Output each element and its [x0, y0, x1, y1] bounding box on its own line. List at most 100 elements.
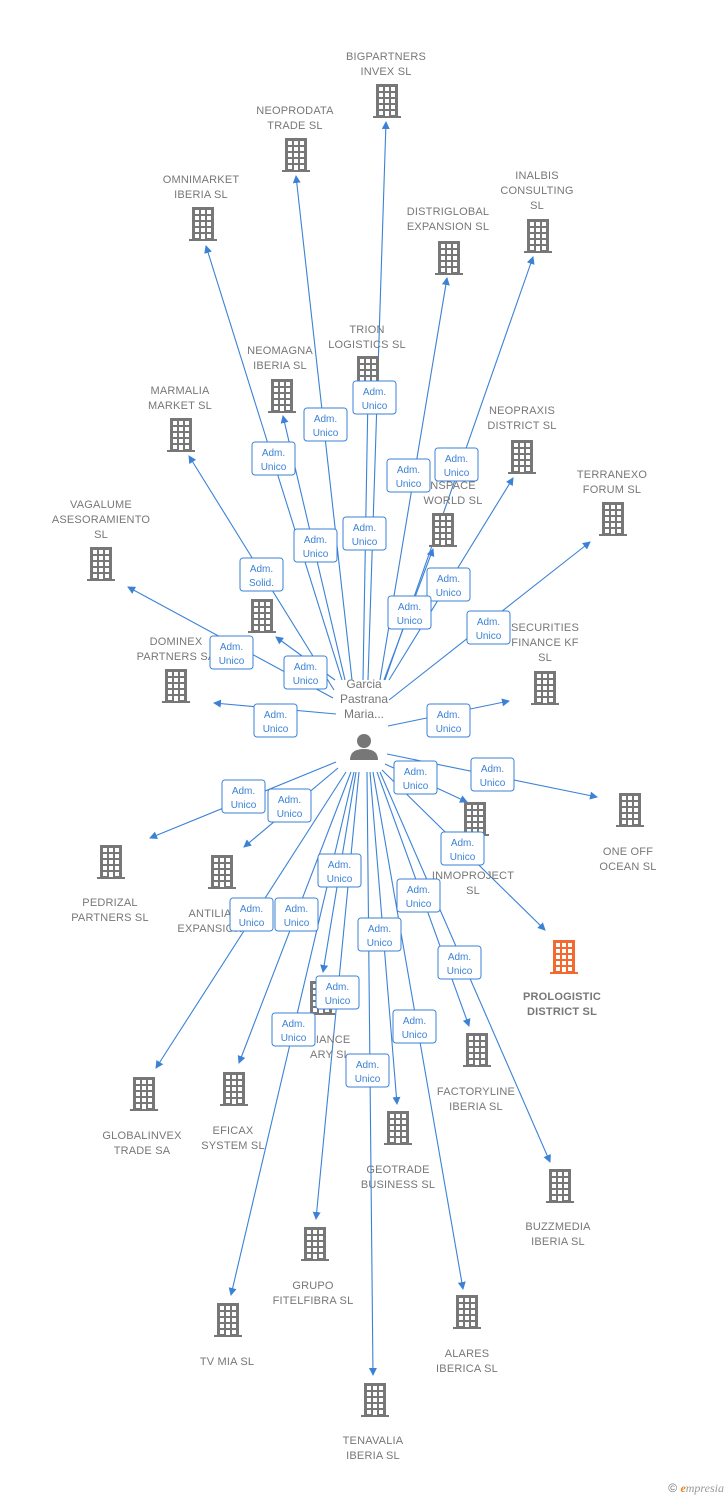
- role-badge-neoprodata[interactable]: Adm.Unico: [303, 407, 348, 442]
- company-label: GRUPO: [292, 1280, 334, 1292]
- role-badge-omnimarket[interactable]: Adm.Unico: [251, 441, 296, 476]
- role-text: Unico: [450, 852, 476, 863]
- role-badge-prologistic[interactable]: Adm.Unico: [440, 831, 485, 866]
- role-badge-factoryline[interactable]: Adm.Unico: [396, 878, 441, 913]
- role-text: Unico: [480, 778, 506, 789]
- company-label: TV MIA SL: [200, 1356, 254, 1368]
- role-text: Adm.: [353, 523, 376, 534]
- role-text: Unico: [219, 656, 245, 667]
- building-icon: [268, 379, 296, 413]
- role-badge-buzzmedia[interactable]: Adm. Unico: [437, 945, 482, 980]
- company-label: CONSULTING: [500, 185, 573, 197]
- role-text: Unico: [436, 724, 462, 735]
- role-badge-bigpartners[interactable]: Adm.Unico: [352, 380, 397, 415]
- company-node-nspace[interactable]: NSPACE WORLD SL: [423, 480, 482, 547]
- company-label: IBERIA SL: [174, 189, 228, 201]
- role-text: Adm.: [477, 617, 500, 628]
- building-icon: [616, 793, 644, 827]
- role-text: Adm.: [285, 904, 308, 915]
- role-badge-antilia[interactable]: Adm.Unico: [267, 788, 312, 823]
- company-label: PARTNERS SA: [137, 651, 216, 663]
- role-text: Unico: [355, 1074, 381, 1085]
- role-badge-oneoff[interactable]: Adm.Unico: [470, 757, 515, 792]
- company-label: NSPACE: [430, 480, 476, 492]
- role-badge-marmalia[interactable]: Adm.Unico: [283, 655, 328, 690]
- role-text: Unico: [284, 918, 310, 929]
- role-text: Adm.: [407, 885, 430, 896]
- role-badge-trion[interactable]: Adm.Unico: [342, 516, 387, 551]
- person-name: Maria...: [344, 707, 384, 721]
- role-badge-vagalume[interactable]: Adm.Unico: [209, 635, 254, 670]
- center-person[interactable]: GarciaPastranaMaria...: [340, 677, 388, 760]
- role-badge-inmoproject[interactable]: Adm.Unico: [393, 760, 438, 795]
- company-label: TENAVALIA: [343, 1435, 404, 1447]
- company-label: INVEX SL: [360, 66, 411, 78]
- company-label: LIANCE: [310, 1034, 351, 1046]
- company-label: MARKET SL: [148, 400, 212, 412]
- role-badge-nspace[interactable]: Adm.Unico: [426, 567, 471, 602]
- role-text: Unico: [239, 918, 265, 929]
- role-text: Unico: [447, 966, 473, 977]
- role-text: Unico: [263, 724, 289, 735]
- role-text: Adm.: [250, 564, 273, 575]
- role-badge-dominex[interactable]: Adm.Unico: [253, 703, 298, 738]
- role-badge-pedrizal[interactable]: Adm.Unico: [221, 779, 266, 814]
- role-badge-distriglobal[interactable]: Adm.Unico: [386, 458, 431, 493]
- role-text: Adm.: [368, 924, 391, 935]
- role-text: Unico: [325, 996, 351, 1007]
- role-text: Unico: [444, 468, 470, 479]
- role-text: Unico: [261, 462, 287, 473]
- role-badge-eficax[interactable]: Adm. Unico: [274, 897, 319, 932]
- role-badge-grupo[interactable]: Adm.Unico: [315, 975, 360, 1010]
- building-icon: [531, 671, 559, 705]
- role-text: Adm.: [403, 1016, 426, 1027]
- role-badge-neomagna[interactable]: Adm.Unico: [293, 528, 338, 563]
- role-badge-geotrade[interactable]: Adm.Unico: [357, 917, 402, 952]
- role-badge-inalbis[interactable]: Adm.Unico: [434, 447, 479, 482]
- role-text: Adm.: [304, 535, 327, 546]
- role-badge-globalinvex[interactable]: Adm.Unico: [229, 897, 274, 932]
- role-badge-tvmia[interactable]: Adm.Unico: [271, 1012, 316, 1047]
- role-text: Unico: [403, 781, 429, 792]
- role-text: Adm.: [448, 952, 471, 963]
- role-badge-alliance[interactable]: Adm.Unico: [317, 853, 362, 888]
- role-badge-securities[interactable]: Adm.Unico: [426, 703, 471, 738]
- role-badge-terranexo[interactable]: Adm.Unico: [466, 610, 511, 645]
- company-node-tvmia[interactable]: TV MIA SL: [200, 1303, 254, 1368]
- role-text: Adm.: [294, 662, 317, 673]
- role-badge-alares[interactable]: Adm.Unico: [392, 1009, 437, 1044]
- role-text: Adm.: [398, 602, 421, 613]
- role-badge-glsl[interactable]: Adm.Solid.: [239, 557, 284, 592]
- company-label: ONE OFF: [603, 846, 653, 858]
- company-label: WORLD SL: [423, 495, 482, 507]
- role-badge-neopraxis[interactable]: Adm.Unico: [387, 595, 432, 630]
- role-badge-tenavalia[interactable]: Adm.Unico: [345, 1053, 390, 1088]
